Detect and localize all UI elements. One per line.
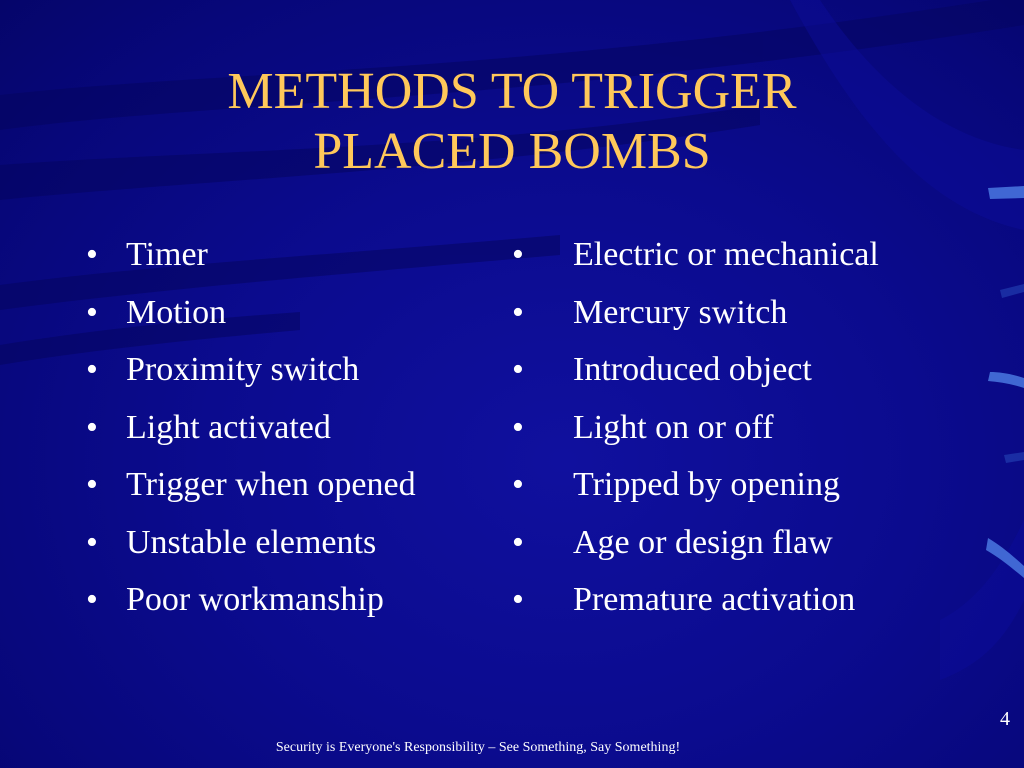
list-item-text: Proximity switch: [126, 351, 360, 388]
list-item: • Light activated: [86, 399, 496, 457]
list-item: • Introduced object: [512, 341, 972, 399]
list-item: • Proximity switch: [86, 341, 496, 399]
bullet-icon: •: [512, 408, 524, 446]
bullet-icon: •: [86, 466, 98, 503]
bullet-icon: •: [512, 293, 524, 331]
bullet-icon: •: [512, 523, 524, 561]
list-item-text: Tripped by opening: [573, 466, 840, 503]
title-line-1: METHODS TO TRIGGER: [227, 63, 797, 120]
title-line-2: PLACED BOMBS: [313, 123, 711, 180]
list-item-text: Light on or off: [573, 408, 774, 446]
list-item-text: Premature activation: [573, 581, 856, 618]
page-number: 4: [1000, 708, 1010, 730]
list-item: • Mercury switch: [512, 284, 972, 342]
list-item: • Age or design flaw: [512, 514, 972, 572]
list-item: • Poor workmanship: [86, 571, 496, 629]
left-bullet-list: • Timer • Motion • Proximity switch • Light …: [86, 226, 496, 629]
list-item: • Tripped by opening: [512, 456, 972, 514]
bullet-icon: •: [86, 581, 98, 618]
bullet-icon: •: [512, 466, 524, 503]
list-item-text: Trigger when opened: [126, 466, 416, 503]
list-item-text: Electric or mechanical: [573, 236, 879, 273]
footer-text: Security is Everyone's Responsibility – …: [275, 740, 681, 755]
list-item: • Premature activation: [512, 571, 972, 629]
bullet-icon: •: [86, 236, 98, 273]
bullet-icon: •: [86, 408, 98, 446]
list-item-text: Introduced object: [573, 351, 812, 388]
list-item: • Motion: [86, 284, 496, 342]
list-item-text: Poor workmanship: [126, 581, 384, 618]
list-item-text: Unstable elements: [126, 523, 377, 561]
right-bullet-list: •Electric or mechanical •Mercury switch …: [512, 226, 972, 629]
list-item: • Electric or mechanical: [512, 226, 972, 284]
bullet-icon: •: [512, 351, 524, 388]
bullet-icon: •: [512, 236, 524, 273]
list-item-text: Light activated: [126, 408, 331, 446]
list-item: • Light on or off: [512, 399, 972, 457]
list-item: • Unstable elements: [86, 514, 496, 572]
list-item-text: Age or design flaw: [573, 523, 833, 561]
bullet-icon: •: [512, 581, 524, 618]
bullet-icon: •: [86, 351, 98, 388]
list-item-text: Motion: [126, 293, 227, 331]
bullet-icon: •: [86, 523, 98, 561]
list-item: • Timer: [86, 226, 496, 284]
slide-title: METHODS TO TRIGGER PLACED BOMBS: [0, 62, 1024, 182]
bullet-icon: •: [86, 293, 98, 331]
list-item: • Trigger when opened: [86, 456, 496, 514]
list-item-text: Timer: [126, 236, 208, 273]
list-item-text: Mercury switch: [573, 293, 788, 331]
